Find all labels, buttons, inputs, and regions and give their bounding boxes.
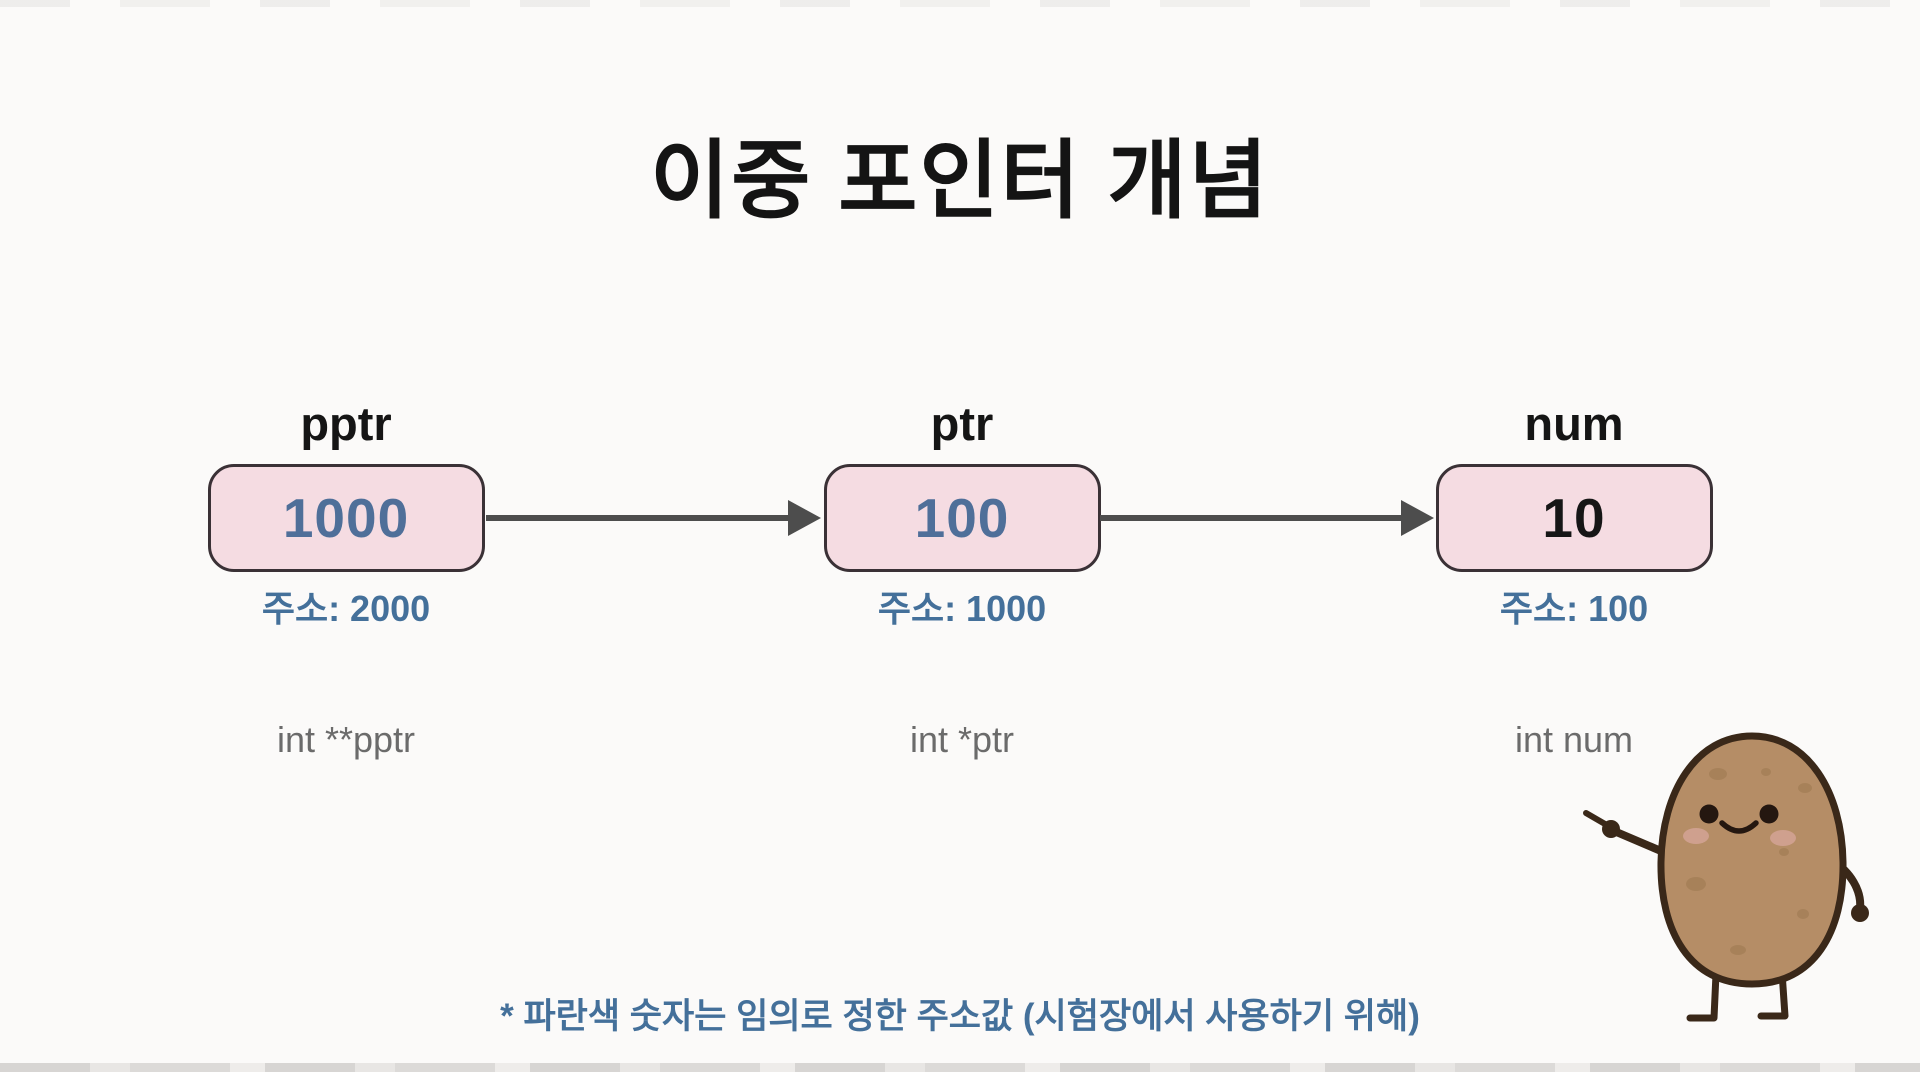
variable-group-num: num 10 주소: 100 int num [1344, 396, 1804, 762]
variable-name-label: num [1524, 397, 1624, 450]
variable-declaration-label: int *ptr [909, 719, 1015, 760]
pointer-arrow-line [1100, 515, 1402, 521]
variable-value: 1000 [282, 487, 410, 549]
pointer-arrow-head-icon [1401, 500, 1434, 536]
potato-body [1657, 732, 1847, 988]
variable-declaration-label: int num [1514, 719, 1634, 760]
variable-group-ptr: ptr 100 주소: 1000 int *ptr [732, 396, 1192, 762]
pointer-arrow-line [486, 515, 789, 521]
potato-eye [1759, 804, 1779, 824]
variable-value: 10 [1542, 487, 1606, 549]
potato-mascot-illustration [1583, 732, 1869, 1022]
variable-value-box: 100 [823, 464, 1101, 572]
variable-value-box: 10 [1435, 464, 1713, 572]
variable-name-label: ptr [930, 397, 994, 450]
page-title: 이중 포인터 개념 [650, 132, 1270, 229]
potato-cheek [1770, 830, 1796, 846]
pointer-arrow-head-icon [788, 500, 821, 536]
variable-address-label: 주소: 1000 [877, 588, 1047, 629]
footnote: * 파란색 숫자는 임의로 정한 주소값 (시험장에서 사용하기 위해) [500, 997, 1420, 1036]
variable-declaration-label: int **pptr [276, 719, 416, 760]
potato-eye [1699, 804, 1719, 824]
variable-name-label: pptr [300, 397, 392, 450]
potato-spots [1686, 768, 1812, 955]
variable-group-pptr: pptr 1000 주소: 2000 int **pptr [116, 396, 576, 762]
potato-legs [1686, 970, 1720, 1022]
top-edge-artifact [0, 0, 1920, 7]
variable-value-box: 1000 [207, 464, 485, 572]
potato-cheek [1683, 828, 1709, 844]
variable-address-label: 주소: 100 [1499, 588, 1649, 629]
variable-value: 100 [914, 487, 1010, 549]
potato-smile [1719, 820, 1759, 834]
variable-address-label: 주소: 2000 [261, 588, 431, 629]
